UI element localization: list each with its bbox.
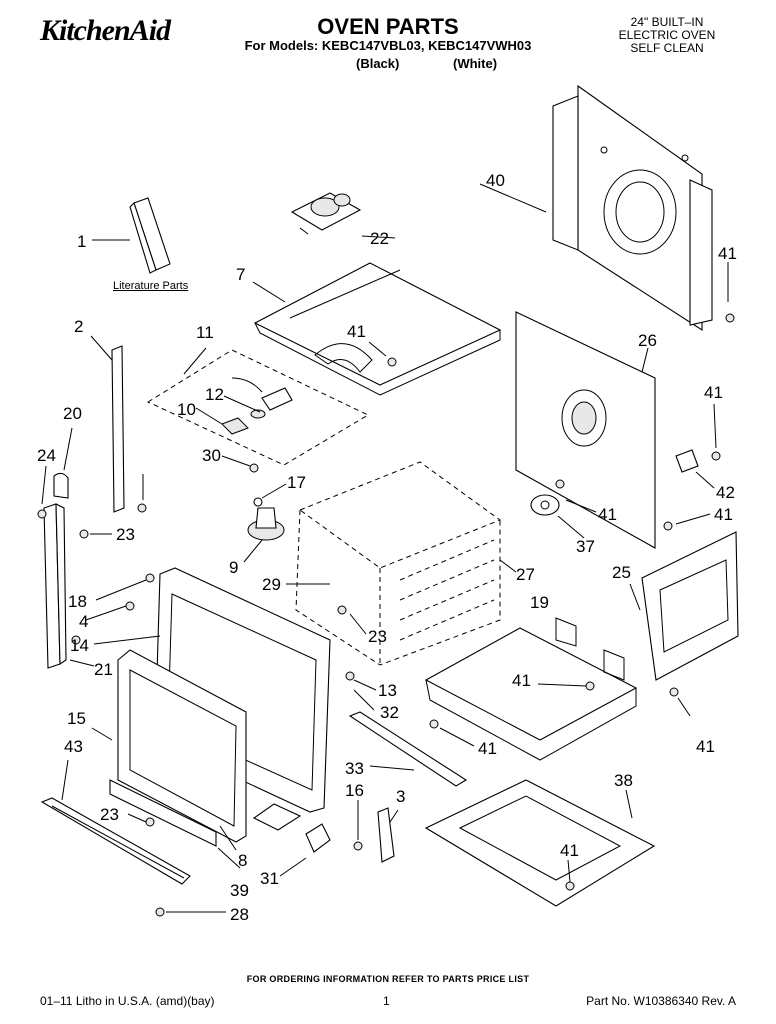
ordering-note: FOR ORDERING INFORMATION REFER TO PARTS …	[246, 974, 530, 984]
oven-type-block: 24" BUILT–IN ELECTRIC OVEN SELF CLEAN	[602, 16, 732, 55]
callout-2: 2	[74, 317, 83, 336]
callout-18: 18	[68, 592, 87, 611]
part-number: Part No. W10386340 Rev. A	[586, 994, 736, 1008]
vent-trim-part	[40, 797, 191, 885]
callout-16: 16	[345, 781, 364, 800]
callout-20: 20	[63, 404, 82, 423]
callout-23: 23	[116, 525, 135, 544]
clip-part	[53, 472, 69, 499]
callout-22: 22	[370, 229, 389, 248]
oven-cavity-part	[295, 461, 502, 666]
door-gasket-part	[117, 649, 247, 843]
callout-33: 33	[345, 759, 364, 778]
wiring-kit-group	[146, 349, 370, 466]
limiter-part	[247, 497, 285, 541]
callout-4: 4	[79, 612, 88, 631]
lower-strip-part	[109, 779, 217, 847]
callout-41c: 41	[704, 383, 723, 402]
callout-39: 39	[230, 881, 249, 900]
callout-15: 15	[67, 709, 86, 728]
callout-8: 8	[238, 851, 247, 870]
callout-13: 13	[378, 681, 397, 700]
callout-24: 24	[37, 446, 56, 465]
callout-7: 7	[236, 265, 245, 284]
screw-markers	[71, 313, 735, 917]
top-panel-part	[253, 262, 502, 396]
right-side-panel-part	[515, 311, 656, 549]
side-rail-part	[111, 345, 125, 513]
callout-30: 30	[202, 446, 221, 465]
callout-21: 21	[94, 660, 113, 679]
callout-41: 41	[718, 244, 737, 263]
rear-panel-part	[552, 84, 713, 332]
cooling-fan-part	[290, 192, 362, 235]
leader-lines	[41, 183, 729, 913]
brand-logo: KitchenAid	[40, 14, 171, 47]
oven-type-line: ELECTRIC OVEN	[618, 28, 716, 42]
callout-10: 10	[177, 400, 196, 419]
callout-28: 28	[230, 905, 249, 924]
right-insulation-panel-part	[641, 531, 739, 681]
oven-type-line: SELF CLEAN	[630, 41, 704, 55]
callout-41b: 41	[347, 322, 366, 341]
callout-27: 27	[516, 565, 535, 584]
literature-parts-label: Literature Parts	[113, 280, 189, 292]
left-trim-part	[37, 503, 67, 669]
bracket-part	[675, 449, 699, 473]
literature-booklet-part	[129, 197, 171, 274]
clip-bracket-part	[305, 823, 331, 853]
callout-41i: 41	[560, 841, 579, 860]
callout-19: 19	[530, 593, 549, 612]
bottom-panel-part	[424, 617, 638, 761]
oven-type-line: 24" BUILT–IN	[630, 15, 704, 29]
callout-42: 42	[716, 483, 735, 502]
callout-37: 37	[576, 537, 595, 556]
page-number: 1	[383, 994, 390, 1008]
trim-strip-part	[348, 711, 468, 787]
callout-labels: 1 2 3 4 7 8 9 10 11 12 13 14 15 16 17 18…	[37, 171, 737, 924]
callout-23c: 23	[100, 805, 119, 824]
callout-29: 29	[262, 575, 281, 594]
page-title: OVEN PARTS	[317, 14, 459, 39]
callout-17: 17	[287, 473, 306, 492]
callout-12: 12	[205, 385, 224, 404]
callout-1: 1	[77, 232, 86, 251]
model-variants: (Black) (White)	[356, 56, 547, 71]
callout-9: 9	[229, 558, 238, 577]
callout-32: 32	[380, 703, 399, 722]
litho-info: 01–11 Litho in U.S.A. (amd)(bay)	[40, 994, 215, 1008]
sensor-part	[530, 494, 560, 516]
variant-white: (White)	[452, 56, 498, 71]
small-plate-part	[252, 803, 302, 831]
bottom-tray-part	[424, 779, 656, 907]
callout-26: 26	[638, 331, 657, 350]
callout-41f: 41	[512, 671, 531, 690]
callout-3: 3	[396, 787, 405, 806]
callout-31: 31	[260, 869, 279, 888]
callout-43: 43	[64, 737, 83, 756]
callout-14: 14	[70, 636, 89, 655]
callout-41g: 41	[478, 739, 497, 758]
callout-41d: 41	[598, 505, 617, 524]
callout-25: 25	[612, 563, 631, 582]
variant-black: (Black)	[356, 56, 400, 71]
callout-41e: 41	[714, 505, 733, 524]
callout-23b: 23	[368, 627, 387, 646]
callout-11: 11	[196, 323, 214, 342]
models-line: For Models: KEBC147VBL03, KEBC147VWH03	[244, 38, 532, 53]
hinge-bracket-part	[377, 807, 395, 863]
callout-40: 40	[486, 171, 505, 190]
callout-41h: 41	[696, 737, 715, 756]
callout-38: 38	[614, 771, 633, 790]
